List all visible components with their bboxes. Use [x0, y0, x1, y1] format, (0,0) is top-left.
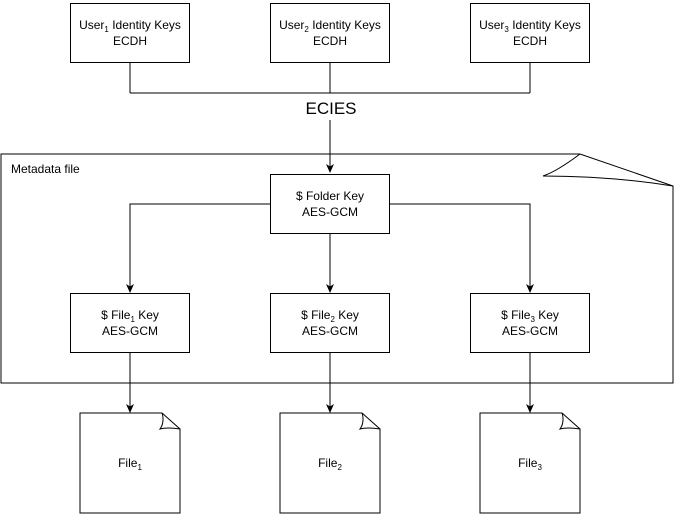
file1-key-algorithm: AES-GCM: [101, 324, 158, 338]
user2-identity-keys-box: User2 Identity Keys ECDH: [270, 3, 390, 63]
metadata-file-title: Metadata file: [11, 162, 80, 176]
file2-label: File2: [318, 456, 342, 472]
file3-label: File3: [518, 456, 542, 472]
user3-title: User3 Identity Keys: [479, 18, 581, 34]
file3-key-box: $ File3 Key AES-GCM: [470, 293, 590, 353]
file1-key-title: $ File1 Key: [101, 308, 159, 324]
file2-key-algorithm: AES-GCM: [301, 324, 358, 338]
user1-title: User1 Identity Keys: [79, 18, 181, 34]
metadata-file-corner-fold: [542, 153, 674, 187]
file3-key-title: $ File3 Key: [501, 308, 559, 324]
folder-key-algorithm: AES-GCM: [301, 205, 358, 219]
file2-document-fold: [358, 412, 381, 430]
folder-to-file1-arrow: [126, 203, 270, 293]
file2-key-box: $ File2 Key AES-GCM: [270, 293, 390, 353]
file2-key-title: $ File2 Key: [301, 308, 359, 324]
file1-document-fold: [158, 412, 181, 430]
file3-document-fold: [558, 412, 581, 430]
user3-identity-keys-box: User3 Identity Keys ECDH: [470, 3, 590, 63]
folder-key-box: $ Folder Key AES-GCM: [270, 174, 390, 234]
file2-document-shape: [279, 412, 381, 514]
folder-to-file3-arrow: [390, 203, 534, 293]
folder-key-title: $ Folder Key: [295, 189, 365, 203]
metadata-file-container: [0, 153, 674, 384]
user2-title: User2 Identity Keys: [279, 18, 381, 34]
user1-algorithm: ECDH: [112, 34, 147, 48]
user1-identity-keys-box: User1 Identity Keys ECDH: [70, 3, 190, 63]
file3-key-algorithm: AES-GCM: [501, 324, 558, 338]
user2-algorithm: ECDH: [312, 34, 347, 48]
user3-algorithm: ECDH: [512, 34, 547, 48]
file3-document-shape: [479, 412, 581, 514]
file1-label: File1: [118, 456, 142, 472]
ecies-label: ECIES: [294, 98, 368, 120]
file1-key-box: $ File1 Key AES-GCM: [70, 293, 190, 353]
file1-document-shape: [79, 412, 181, 514]
